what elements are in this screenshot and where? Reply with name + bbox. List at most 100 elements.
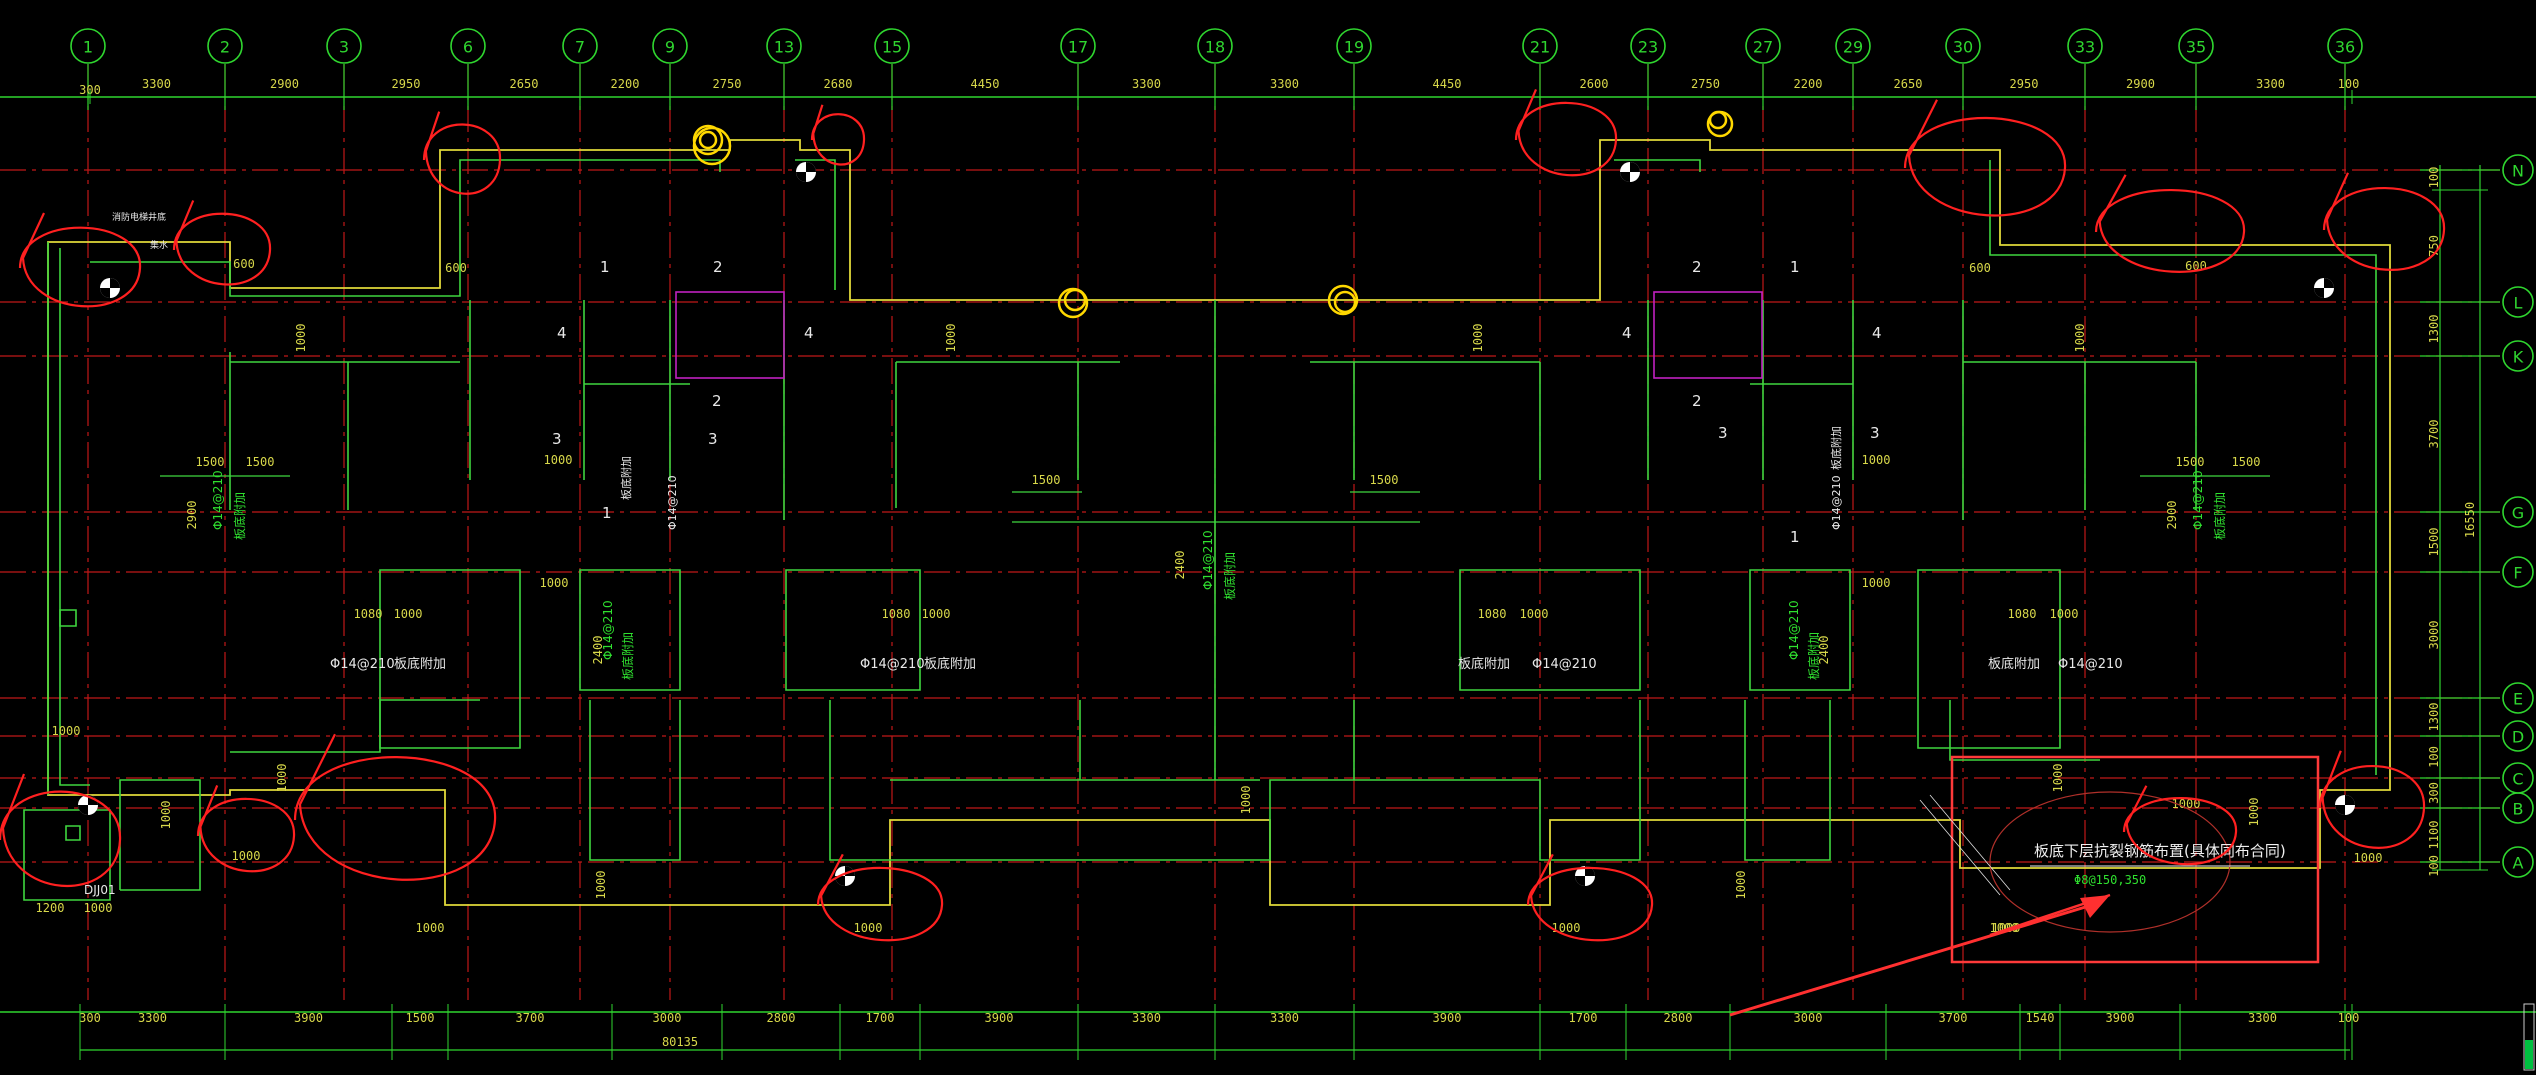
svg-text:2: 2 <box>713 258 723 276</box>
svg-text:600: 600 <box>1969 261 1991 275</box>
bottom-dim-label: 1500 <box>406 1011 435 1025</box>
svg-text:1000: 1000 <box>922 607 951 621</box>
bottom-dim-label: 100 <box>2338 1011 2360 1025</box>
svg-text:板底附加: 板底附加 <box>1806 632 1821 680</box>
axis-bubble-right: N <box>2502 154 2534 186</box>
svg-text:Φ14@210: Φ14@210 <box>330 657 395 672</box>
elevator-shafts <box>675 291 1763 379</box>
svg-text:35: 35 <box>2186 38 2206 57</box>
svg-text:Φ14@210: Φ14@210 <box>211 470 225 530</box>
svg-text:板底附加: 板底附加 <box>619 456 633 500</box>
svg-text:1000: 1000 <box>159 801 173 830</box>
svg-text:1: 1 <box>602 504 612 522</box>
svg-text:19: 19 <box>1344 38 1364 57</box>
svg-text:1080: 1080 <box>2008 607 2037 621</box>
svg-text:17: 17 <box>1068 38 1088 57</box>
pile-marker <box>78 795 98 815</box>
svg-text:2: 2 <box>1692 258 1702 276</box>
svg-text:7: 7 <box>575 38 585 57</box>
right-dim-label: 300 <box>2427 782 2441 804</box>
pile-marker <box>100 278 120 298</box>
axis-bubble-top: 21 <box>1522 28 1558 64</box>
svg-text:B: B <box>2513 800 2524 819</box>
top-dim-label: 3300 <box>1270 77 1299 91</box>
svg-text:36: 36 <box>2335 38 2355 57</box>
svg-text:1000: 1000 <box>2051 764 2065 793</box>
svg-text:板底附加: 板底附加 <box>394 656 446 672</box>
svg-text:Φ14@210: Φ14@210 <box>2058 657 2123 672</box>
right-dimension-chain: 100750130037001500300013001003001100100 … <box>2427 165 2488 877</box>
svg-text:18: 18 <box>1205 38 1225 57</box>
svg-text:1000: 1000 <box>540 576 569 590</box>
bottom-dim-label: 3300 <box>138 1011 167 1025</box>
axis-bubble-right: C <box>2502 762 2534 794</box>
top-dim-label: 2650 <box>510 77 539 91</box>
red-markup-circles <box>0 88 2446 942</box>
svg-text:E: E <box>2513 690 2523 709</box>
yellow-markup <box>692 110 1734 319</box>
svg-text:板底附加: 板底附加 <box>1222 552 1237 600</box>
axis-bubble-top: 7 <box>562 28 598 64</box>
svg-text:2: 2 <box>220 38 230 57</box>
svg-text:1000: 1000 <box>2172 797 2201 811</box>
bottom-dim-label: 3700 <box>516 1011 545 1025</box>
right-dim-label: 1100 <box>2427 821 2441 850</box>
svg-text:集水: 集水 <box>150 239 168 251</box>
svg-text:600: 600 <box>233 257 255 271</box>
right-dim-label: 100 <box>2427 746 2441 768</box>
axis-bubble-top: 29 <box>1835 28 1871 64</box>
right-dim-label: 100 <box>2427 855 2441 877</box>
svg-text:1000: 1000 <box>2247 798 2261 827</box>
svg-text:1: 1 <box>1790 258 1800 276</box>
top-dim-label: 100 <box>2338 77 2360 91</box>
top-dim-label: 4450 <box>1433 77 1462 91</box>
svg-text:1500: 1500 <box>246 455 275 469</box>
svg-text:板底附加: 板底附加 <box>1988 656 2040 672</box>
axis-bubble-right: A <box>2502 846 2534 878</box>
svg-text:K: K <box>2513 348 2524 367</box>
svg-text:1080: 1080 <box>1478 607 1507 621</box>
svg-text:1500: 1500 <box>196 455 225 469</box>
svg-text:23: 23 <box>1638 38 1658 57</box>
svg-text:4: 4 <box>1622 324 1632 342</box>
svg-text:1500: 1500 <box>1032 473 1061 487</box>
svg-text:1000: 1000 <box>232 849 261 863</box>
bottom-dim-label: 3900 <box>1433 1011 1462 1025</box>
svg-text:1500: 1500 <box>2176 455 2205 469</box>
svg-text:Φ14@210: Φ14@210 <box>1201 530 1215 590</box>
svg-text:2400: 2400 <box>591 636 605 665</box>
bottom-dim-label: 1700 <box>866 1011 895 1025</box>
svg-text:板底附加: 板底附加 <box>1458 656 1510 672</box>
svg-text:1: 1 <box>600 258 610 276</box>
top-dim-label: 3300 <box>142 77 171 91</box>
red-arrow-annotation <box>1729 893 2111 1017</box>
bottom-dim-label: 1540 <box>2026 1011 2055 1025</box>
svg-text:1500: 1500 <box>2232 455 2261 469</box>
svg-text:600: 600 <box>445 261 467 275</box>
top-dim-label: 2200 <box>1794 77 1823 91</box>
svg-text:2400: 2400 <box>1817 636 1831 665</box>
right-dim-label: 3000 <box>2427 621 2441 650</box>
axis-bubble-top: 33 <box>2067 28 2103 64</box>
svg-text:1000: 1000 <box>1734 871 1748 900</box>
axis-bubble-right: K <box>2502 340 2534 372</box>
svg-text:1000: 1000 <box>416 921 445 935</box>
right-dim-label: 1500 <box>2427 528 2441 557</box>
svg-text:3: 3 <box>708 430 718 448</box>
bottom-dim-label: 3900 <box>294 1011 323 1025</box>
svg-text:30: 30 <box>1953 38 1973 57</box>
svg-text:2400: 2400 <box>1173 551 1187 580</box>
svg-text:1000: 1000 <box>1862 576 1891 590</box>
svg-text:3: 3 <box>339 38 349 57</box>
bottom-dim-label: 2800 <box>767 1011 796 1025</box>
svg-text:27: 27 <box>1753 38 1773 57</box>
axis-bubble-top: 6 <box>450 28 486 64</box>
horizontal-grid-lines <box>0 169 2500 863</box>
bottom-dim-label: 3300 <box>2248 1011 2277 1025</box>
svg-text:1: 1 <box>1790 528 1800 546</box>
svg-text:Φ14@210: Φ14@210 <box>2191 470 2205 530</box>
svg-text:1000: 1000 <box>1471 324 1485 353</box>
bottom-dim-label: 3900 <box>985 1011 1014 1025</box>
